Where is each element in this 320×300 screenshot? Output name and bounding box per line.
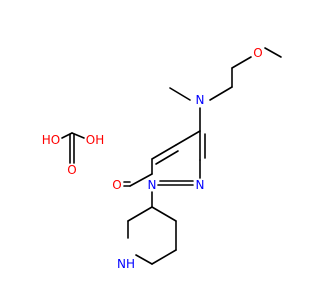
bond-pip-c6-n <box>135 254 153 265</box>
atom-ring-n1: N <box>196 178 205 192</box>
chemical-structure-diagram: HO OH O O N N N O NH <box>42 46 282 271</box>
bond-pip-c2-c3 <box>127 206 153 222</box>
bond-c-carbonyl <box>129 173 153 187</box>
bond-c4-c3-double-inner <box>155 150 179 165</box>
bond-ch2-n <box>209 86 233 101</box>
atom-carbonic-oh-right: OH <box>86 133 104 147</box>
atom-ring-n2: N <box>148 178 157 192</box>
carbonic-acid-fragment <box>61 132 85 164</box>
atom-amine-n: N <box>196 93 205 107</box>
methoxyethyl-chain <box>209 47 282 101</box>
bond-c4-c3-double <box>151 144 177 160</box>
atom-carbonic-o-double: O <box>67 163 76 177</box>
piperidine-ring <box>127 206 177 265</box>
bond-n-methyl <box>169 87 191 101</box>
atom-piperidine-nh: NH <box>117 257 135 271</box>
bond-o-ch2 <box>231 56 252 69</box>
bond-pip-c3-c4 <box>151 206 177 222</box>
pyridazinone-ring <box>151 130 206 186</box>
bond-pip-c5-c6 <box>151 249 177 265</box>
bond-methyl-o <box>264 47 282 58</box>
atom-ether-o: O <box>253 46 262 60</box>
bond-c5-c4 <box>175 130 201 146</box>
atom-ketone-o: O <box>112 178 121 192</box>
atom-carbonic-oh-left: HO <box>42 133 60 147</box>
